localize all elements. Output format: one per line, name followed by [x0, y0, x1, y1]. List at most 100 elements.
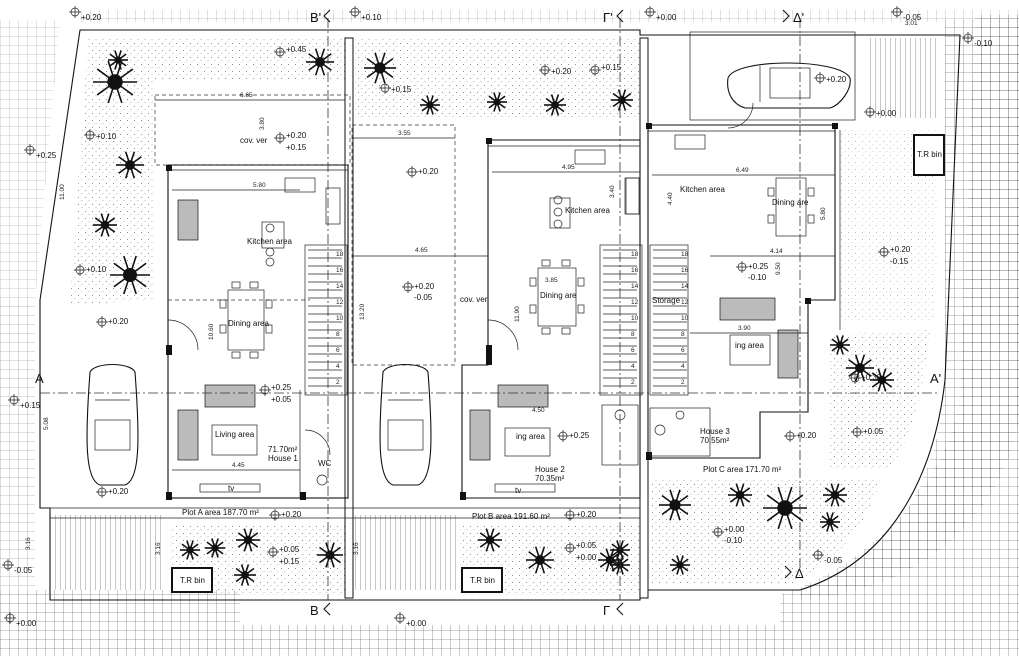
- svg-text:+0.20: +0.20: [418, 167, 439, 176]
- bin-3-label: T.R bin: [917, 150, 942, 159]
- stair-number: 6: [336, 347, 340, 354]
- level-marker: -0.10: [962, 32, 993, 48]
- dim-445: 4.45: [232, 462, 245, 469]
- svg-text:+0.25: +0.25: [569, 431, 590, 440]
- svg-text:-0.10: -0.10: [748, 273, 767, 282]
- section-b-bottom: B: [310, 603, 319, 618]
- svg-text:+0.20: +0.20: [108, 317, 129, 326]
- tree-symbol: [870, 368, 894, 392]
- svg-text:-0.10: -0.10: [724, 536, 743, 545]
- dim-665: 6.65: [240, 92, 253, 99]
- stair-number: 4: [681, 363, 685, 370]
- stair-number: 14: [631, 283, 639, 290]
- stair-number: 6: [631, 347, 635, 354]
- svg-text:-0.10: -0.10: [974, 39, 993, 48]
- tree-symbol: [478, 528, 502, 552]
- dim-1100: 11.00: [59, 184, 66, 200]
- tree-symbol: [93, 213, 117, 237]
- level-marker: +0.20: [406, 166, 439, 178]
- level-marker: +0.20: [784, 430, 817, 442]
- stair-number: 12: [631, 299, 639, 306]
- stair-number: 16: [681, 267, 689, 274]
- tree-symbol: [820, 512, 840, 532]
- bins: T.R bin T.R bin T.R bin: [171, 134, 945, 593]
- tree-symbol: [180, 540, 200, 560]
- level-marker: +0.05: [851, 426, 884, 438]
- level-marker: +0.15: [379, 82, 412, 94]
- section-d-top: Δ': [793, 10, 804, 25]
- stair-number: 2: [336, 379, 340, 386]
- svg-text:+0.25: +0.25: [271, 383, 292, 392]
- level-markers: +0.20 +0.10 +0.00 -0.05 -0.10 +0.45 +0.2…: [2, 6, 993, 628]
- tree-symbol: [234, 564, 256, 586]
- house-1-walls: [154, 94, 351, 500]
- dim-580: 5.80: [253, 182, 266, 189]
- stair-number: 2: [681, 379, 685, 386]
- svg-text:+0.20: +0.20: [108, 487, 129, 496]
- plot-a-label: Plot A area 187.70 m²: [182, 508, 259, 517]
- parking-hatch: [55, 38, 940, 590]
- house-1-covered-label: cov. ver: [240, 136, 268, 145]
- level-marker: +0.25: [557, 430, 590, 442]
- house-2-living-label: ing area: [516, 432, 545, 441]
- stair-number: 18: [631, 251, 639, 258]
- svg-text:+0.20: +0.20: [281, 510, 302, 519]
- house-1-tv-label: tv: [228, 484, 234, 493]
- house-3-furniture: [625, 134, 815, 436]
- svg-text:+0.20: +0.20: [796, 431, 817, 440]
- svg-text:+0.25: +0.25: [36, 151, 57, 160]
- dimension-labels: 6.65 5.80 4.45 3.55 4.65 4.95 3.85 6.49 …: [25, 20, 918, 555]
- house-3-walls: [646, 31, 856, 460]
- tree-symbol: [93, 60, 137, 104]
- level-marker: +0.20: [69, 6, 102, 22]
- plot-boundary: [39, 29, 961, 601]
- svg-text:+0.15: +0.15: [286, 143, 307, 152]
- stair-number: 10: [631, 315, 639, 322]
- level-marker: +0.20+0.15: [274, 131, 307, 152]
- tree-symbol: [526, 546, 554, 574]
- svg-text:+0.00: +0.00: [656, 13, 677, 22]
- svg-text:+0.00: +0.00: [876, 109, 897, 118]
- stair-number: 14: [681, 283, 689, 290]
- stair-number: 6: [681, 347, 685, 354]
- section-a-right: A': [930, 371, 941, 386]
- stair-number: 2: [631, 379, 635, 386]
- dim-385: 3.85: [545, 277, 558, 284]
- svg-text:-0.05: -0.05: [903, 13, 922, 22]
- plot-c-label: Plot C area 171.70 m²: [703, 465, 782, 474]
- tree-symbol: [205, 538, 225, 558]
- level-marker: +0.20: [814, 72, 847, 84]
- svg-text:+0.15: +0.15: [279, 557, 300, 566]
- car-3: [727, 62, 851, 109]
- stair-number: 12: [681, 299, 689, 306]
- house-2-dining-label: Dining are: [540, 291, 577, 300]
- level-marker: +0.15: [8, 394, 41, 410]
- level-marker: +0.05+0.15: [267, 545, 300, 566]
- house-1-kitchen-label: Kitchen area: [247, 237, 292, 246]
- dim-1060: 10.60: [208, 323, 215, 340]
- level-marker: +0.30: [849, 372, 882, 384]
- svg-text:+0.00: +0.00: [724, 525, 745, 534]
- level-marker: +0.10: [74, 264, 107, 276]
- svg-text:+0.25: +0.25: [748, 262, 769, 271]
- stair-number: 10: [681, 315, 689, 322]
- dim-340: 3.40: [609, 185, 616, 198]
- bin-1-label: T.R bin: [180, 576, 205, 585]
- house-1-dining-label: Dining area: [228, 319, 269, 328]
- level-marker: +0.15: [589, 63, 622, 76]
- svg-text:+0.00: +0.00: [406, 619, 427, 628]
- svg-text:-0.05: -0.05: [414, 293, 433, 302]
- stair-number: 4: [631, 363, 635, 370]
- dim-450: 4.50: [532, 407, 545, 414]
- dim-390: 3.90: [738, 325, 751, 332]
- paving-grid: [0, 10, 1019, 656]
- house-2-walls: [351, 124, 643, 500]
- house-1-name: House 1: [268, 454, 298, 463]
- dim-355: 3.55: [398, 130, 411, 137]
- house-1-wc-label: WC: [318, 459, 332, 468]
- level-marker: -0.05: [891, 6, 922, 22]
- level-marker: +0.05+0.00: [564, 541, 597, 562]
- stair-number: 8: [336, 331, 340, 338]
- stair-number: 8: [631, 331, 635, 338]
